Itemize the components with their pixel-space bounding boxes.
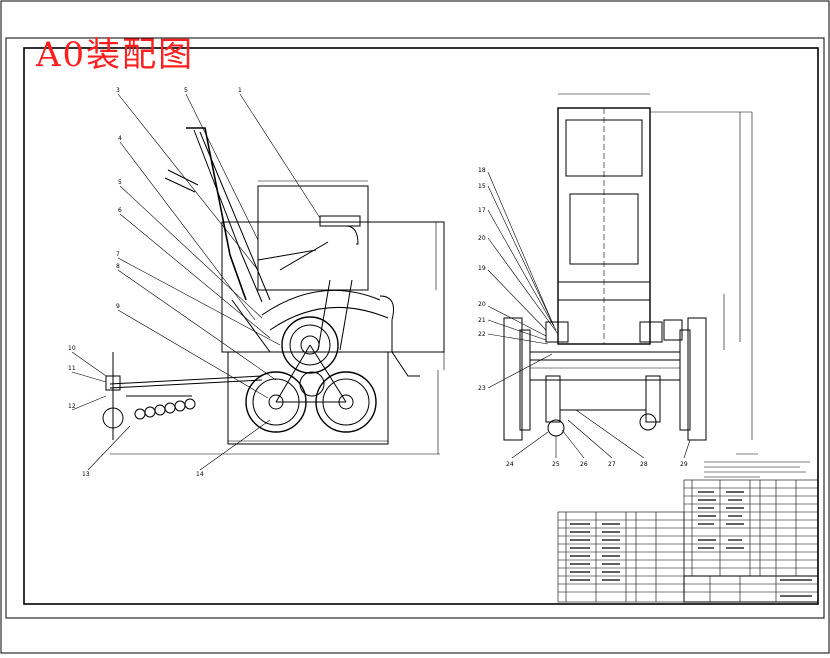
- callout: 15: [478, 183, 486, 190]
- side-callouts: 3 5 1 4 5 6 7 8 9 10 11 12 13 14: [68, 87, 242, 478]
- side-leaders: [71, 93, 321, 471]
- callout: 8: [116, 263, 120, 270]
- callout: 25: [552, 461, 560, 468]
- callout: 26: [580, 461, 588, 468]
- callout: 24: [506, 461, 514, 468]
- callout: 17: [478, 207, 486, 214]
- callout: 27: [608, 461, 616, 468]
- parts-rows-left: [558, 519, 684, 593]
- drawing-title: A0装配图: [36, 35, 195, 75]
- chain-links: [134, 398, 196, 420]
- callout: 6: [118, 207, 122, 214]
- callout: 19: [478, 265, 486, 272]
- front-leaders: [487, 171, 691, 459]
- parts-rows-right: [684, 487, 818, 569]
- callout: 9: [116, 303, 120, 310]
- callout: 29: [680, 461, 688, 468]
- side-view: [71, 93, 445, 471]
- wheel-disc-right: [687, 317, 707, 441]
- front-callouts: 18 15 17 20 19 20 21 22 23 24 25 26 27 2…: [478, 167, 688, 468]
- outer-border: [5, 37, 825, 619]
- front-view: [487, 93, 753, 459]
- callout: 12: [68, 403, 76, 410]
- callout: 5: [184, 87, 188, 94]
- callout: 11: [68, 365, 76, 372]
- box-upper: [257, 185, 369, 291]
- frame-lower: [227, 351, 389, 445]
- top-bracket: [319, 215, 361, 227]
- callout: 10: [68, 345, 76, 352]
- inner-frame: [23, 47, 819, 605]
- callout: 7: [116, 251, 120, 258]
- parts-list-text: [570, 491, 812, 597]
- parts-list: [557, 479, 819, 603]
- callout: 20: [478, 301, 486, 308]
- callout: 20: [478, 235, 486, 242]
- callout: 21: [478, 317, 486, 324]
- callout: 1: [238, 87, 242, 94]
- callout: 18: [478, 167, 486, 174]
- technical-notes: [704, 453, 810, 478]
- callout: 14: [196, 471, 204, 478]
- callout: 23: [478, 385, 486, 392]
- wheel-disc-left: [503, 317, 523, 441]
- callout: 28: [640, 461, 648, 468]
- callout: 22: [478, 331, 486, 338]
- callout: 5: [118, 179, 122, 186]
- callout: 4: [118, 135, 122, 142]
- callout: 3: [116, 87, 120, 94]
- callout: 13: [82, 471, 90, 478]
